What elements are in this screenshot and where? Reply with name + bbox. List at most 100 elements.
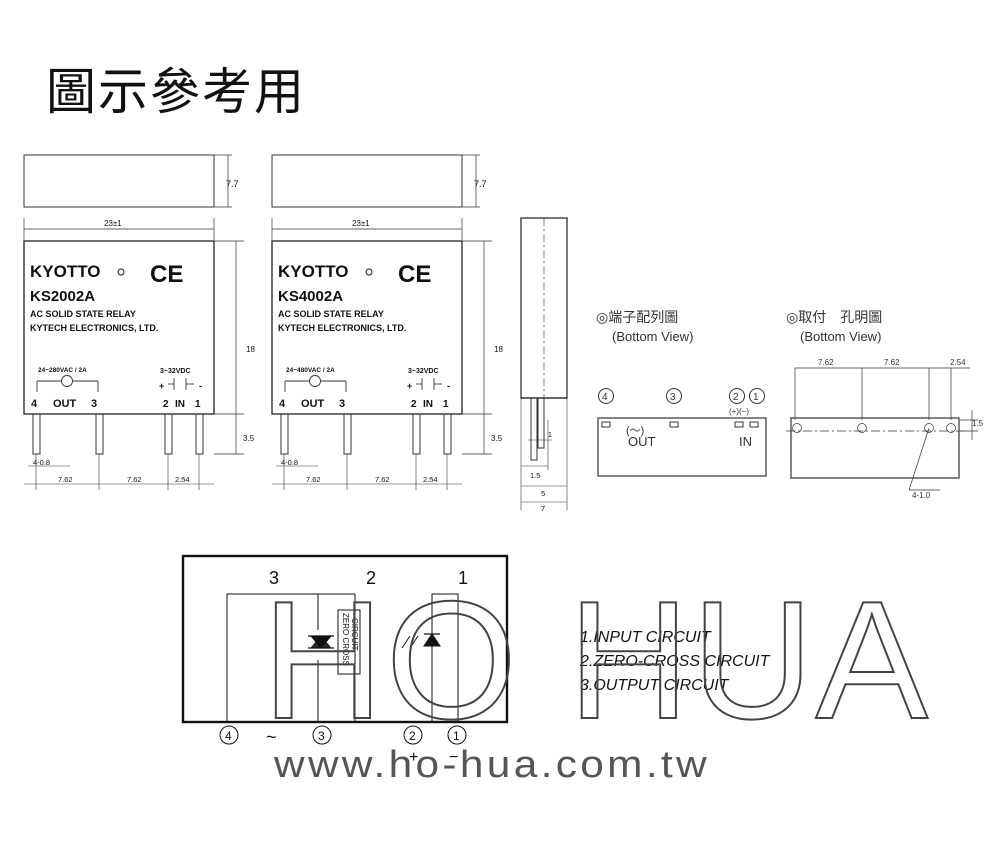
- page-title: 圖示參考用: [46, 63, 306, 121]
- terminal-1-circle: 1: [453, 729, 460, 743]
- ce-mark-2: CE: [398, 261, 431, 288]
- relay-1: [23, 154, 244, 490]
- dim-pitch2: 7.62: [127, 475, 142, 484]
- terminal-out: OUT: [628, 434, 656, 449]
- circuit-plus: +: [409, 749, 418, 766]
- zero-cross-circuit-label: CIRCUIT: [350, 618, 359, 651]
- dim-side-a: 1.5: [530, 471, 540, 480]
- relay-1-pin2-label: 2: [163, 399, 169, 410]
- relay-2-pin4-label: 4: [279, 398, 286, 410]
- dim-pin-dia-2: 4-0.8: [281, 458, 298, 467]
- circuit-tilde: ~: [266, 727, 277, 747]
- relay-1-out-rating: 24~280VAC / 2A: [38, 367, 87, 374]
- terminal-tilde: (～): [626, 425, 644, 437]
- relay-1-top-view: [23, 154, 215, 208]
- relay-1-pin1-label: 1: [195, 399, 201, 410]
- relay-2-pin-4: [280, 413, 289, 455]
- relay-2-line1: AC SOLID STATE RELAY: [278, 309, 384, 319]
- circuit-diagram: [181, 554, 509, 745]
- terminal-pin3: 3: [670, 392, 676, 403]
- dim-side-d: 1: [548, 432, 552, 439]
- relay-2: [271, 154, 492, 490]
- terminal-view-title: ◎端子配列圖: [596, 309, 678, 325]
- relay-2-pin3-label: 3: [339, 398, 345, 410]
- terminal-3-circle: 3: [318, 729, 325, 743]
- relay-1-pin3-label: 3: [91, 398, 97, 410]
- relay-1-brand: KYOTTO: [30, 262, 101, 281]
- dim-pitch3: 2.54: [175, 475, 190, 484]
- relay-1-in-label: IN: [175, 399, 185, 410]
- relay-2-pin-2: [412, 413, 421, 455]
- dim-width: 23±1: [104, 219, 122, 228]
- relay-1-labels: 7.7 23±1 KYOTTO CE KS2002A AC SOLID STAT…: [30, 179, 255, 484]
- relay-1-line2: KYTECH ELECTRONICS, LTD.: [30, 323, 158, 333]
- relay-2-pin-3: [343, 413, 352, 455]
- terminal-4-circle: 4: [225, 729, 232, 743]
- ce-mark: CE: [150, 261, 183, 288]
- dim-side-b: 5: [541, 489, 545, 498]
- circuit-node-1: 1: [458, 568, 468, 588]
- terminal-view-subtitle: (Bottom View): [612, 329, 693, 344]
- hole-dim4: 1.5: [972, 419, 984, 428]
- hole-view-title: ◎取付 孔明圖: [786, 309, 882, 325]
- circuit-minus: −: [449, 749, 458, 766]
- terminal-2-circle: 2: [409, 729, 416, 743]
- relay-2-out-rating: 24~480VAC / 2A: [286, 367, 335, 374]
- terminal-view: ◎端子配列圖 (Bottom View) 4 3 2 1 (+)(−) (～) …: [596, 309, 767, 477]
- legend-output: 3.OUTPUT CIRCUIT: [580, 677, 730, 694]
- hole-view-subtitle: (Bottom View): [800, 329, 881, 344]
- dim-pitch2-2: 7.62: [375, 475, 390, 484]
- relay-1-in-rating: 3~32VDC: [160, 368, 191, 375]
- relay-2-line2: KYTECH ELECTRONICS, LTD.: [278, 323, 406, 333]
- dim-width-2: 23±1: [352, 219, 370, 228]
- relay-2-body: [271, 240, 463, 415]
- relay-1-pin-3: [95, 413, 104, 455]
- dim-pitch1: 7.62: [58, 475, 73, 484]
- relay-1-pin-1: [195, 413, 204, 455]
- relay-2-plus: +: [407, 381, 412, 391]
- dim-height-top-2: 7.7: [474, 179, 487, 189]
- hole-dim3: 2.54: [950, 358, 966, 367]
- relay-1-minus: -: [199, 381, 202, 391]
- hole-count: 4-1.0: [912, 491, 931, 500]
- dim-height-top: 7.7: [226, 179, 239, 189]
- relay-2-labels: 7.7 23±1 KYOTTO CE KS4002A AC SOLID STAT…: [278, 179, 503, 484]
- hole-dim2: 7.62: [884, 358, 900, 367]
- terminal-in: IN: [739, 434, 752, 449]
- relay-1-pin-4: [32, 413, 41, 455]
- relay-1-out-label: OUT: [53, 398, 77, 410]
- relay-2-pin-1: [443, 413, 452, 455]
- watermark: HO HUA www.ho-hua.com.tw: [261, 565, 930, 786]
- relay-2-pin2-label: 2: [411, 399, 417, 410]
- dim-height-body-2: 18: [494, 345, 503, 354]
- relay-2-pin1-label: 1: [443, 399, 449, 410]
- dim-pin-dia: 4-0.8: [33, 458, 50, 467]
- circuit-frame: [181, 554, 509, 724]
- relay-2-in-rating: 3~32VDC: [408, 368, 439, 375]
- dim-side-c: 7: [541, 504, 545, 513]
- relay-1-pin-2: [164, 413, 173, 455]
- legend-input: 1.INPUT CIRCUIT: [580, 629, 712, 646]
- dim-height-body: 18: [246, 345, 255, 354]
- terminal-pin1: 1: [753, 392, 759, 403]
- watermark-url: www.ho-hua.com.tw: [273, 744, 710, 786]
- hole-dim1: 7.62: [818, 358, 834, 367]
- dim-pin-len: 3.5: [243, 434, 255, 443]
- terminal-pin2: 2: [733, 392, 739, 403]
- relay-1-plus: +: [159, 381, 164, 391]
- zero-cross-label: ZERO CROSS: [341, 613, 350, 666]
- relay-2-brand: KYOTTO: [278, 262, 349, 281]
- side-view: [520, 217, 568, 510]
- dim-pitch1-2: 7.62: [306, 475, 321, 484]
- relay-1-pin4-label: 4: [31, 398, 38, 410]
- relay-2-model: KS4002A: [278, 288, 343, 305]
- relay-2-out-label: OUT: [301, 398, 325, 410]
- terminal-pin4: 4: [602, 392, 608, 403]
- watermark-logo: HO HUA: [262, 566, 930, 754]
- relay-1-model: KS2002A: [30, 288, 95, 305]
- circuit-node-2: 2: [366, 568, 376, 588]
- relay-2-top-view: [271, 154, 463, 208]
- dim-pitch3-2: 2.54: [423, 475, 438, 484]
